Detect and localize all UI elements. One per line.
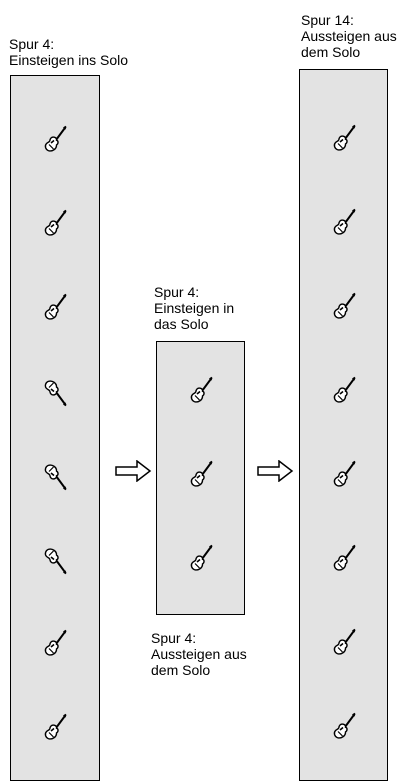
right-track-label: Spur 14: Aussteigen aus dem Solo — [301, 12, 397, 60]
guitar-up-icon — [44, 125, 67, 152]
guitar-up-icon — [190, 544, 212, 571]
right-arrow-icon — [257, 460, 294, 482]
left-track-label: Spur 4: Einsteigen ins Solo — [9, 36, 129, 68]
guitar-up-icon — [333, 292, 355, 319]
middle-track-bottom-label: Spur 4: Aussteigen aus dem Solo — [151, 630, 247, 678]
guitar-up-icon — [44, 629, 67, 656]
guitar-up-icon — [333, 460, 355, 487]
guitar-up-icon — [333, 544, 355, 571]
right-track-column — [299, 69, 388, 781]
left-track-column — [10, 75, 100, 781]
guitar-up-icon — [190, 376, 212, 403]
guitar-up-icon — [44, 209, 67, 236]
guitar-up-icon — [190, 460, 212, 487]
guitar-up-icon — [44, 713, 67, 740]
guitar-down-icon — [44, 548, 67, 575]
right-arrow-icon — [115, 460, 152, 482]
guitar-up-icon — [333, 628, 355, 655]
guitar-up-icon — [333, 124, 355, 151]
guitar-down-icon — [44, 380, 67, 407]
middle-track-top-label: Spur 4: Einsteigen in das Solo — [154, 284, 235, 332]
guitar-down-icon — [44, 464, 67, 491]
guitar-up-icon — [44, 293, 67, 320]
guitar-up-icon — [333, 376, 355, 403]
guitar-up-icon — [333, 712, 355, 739]
guitar-up-icon — [333, 208, 355, 235]
